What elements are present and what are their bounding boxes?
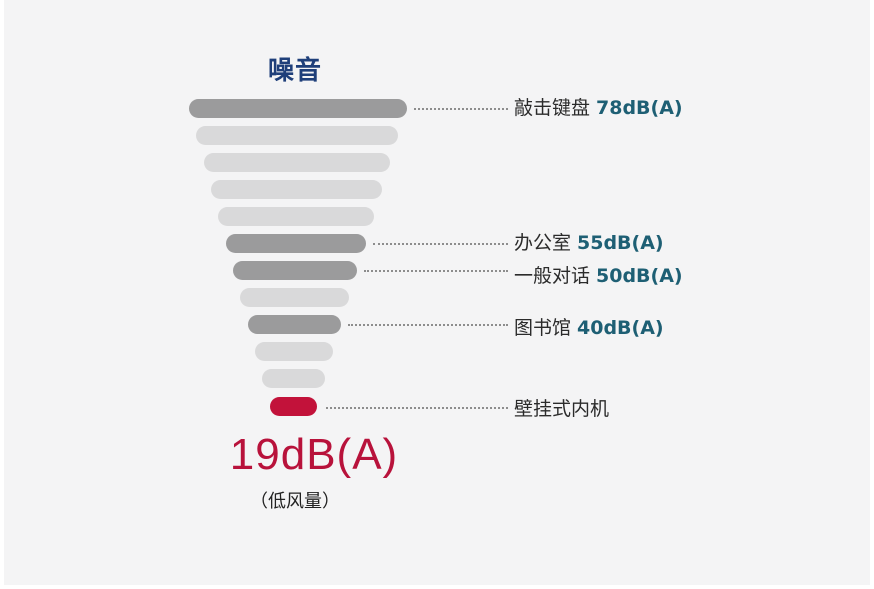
funnel-bar [262, 369, 325, 388]
funnel-bar [196, 126, 398, 145]
funnel-bar [211, 180, 382, 199]
funnel-bar-library [248, 315, 341, 334]
label-wall-unit: 壁挂式内机 [514, 398, 609, 420]
label-name: 壁挂式内机 [514, 398, 610, 420]
diagram-title: 噪音 [267, 56, 322, 86]
funnel-bar-office [226, 234, 366, 253]
label-name: 图书馆 [514, 317, 572, 339]
label-name: 一般对话 [514, 265, 591, 287]
label-value: 40dB(A) [577, 317, 664, 339]
funnel-bar [240, 288, 349, 307]
background-panel [4, 0, 870, 585]
funnel-bar [255, 342, 333, 361]
leader-line-conversation [364, 270, 508, 272]
leader-line-typing [414, 108, 508, 110]
funnel-bar [204, 153, 390, 172]
funnel-bar-conversation [233, 261, 357, 280]
label-name: 办公室 [514, 232, 572, 254]
label-name: 敲击键盘 [514, 97, 591, 119]
funnel-bar-typing [189, 99, 407, 118]
leader-line-wall-unit [326, 407, 508, 409]
funnel-bar-wall-unit [270, 397, 317, 416]
label-value: 55dB(A) [577, 232, 664, 254]
leader-line-office [373, 243, 508, 245]
leader-line-library [348, 324, 508, 326]
highlight-note: （低风量） [250, 491, 340, 512]
label-value: 50dB(A) [596, 265, 683, 287]
highlight-value: 19dB(A) [229, 430, 399, 479]
funnel-bar [218, 207, 374, 226]
label-value: 78dB(A) [596, 97, 683, 119]
